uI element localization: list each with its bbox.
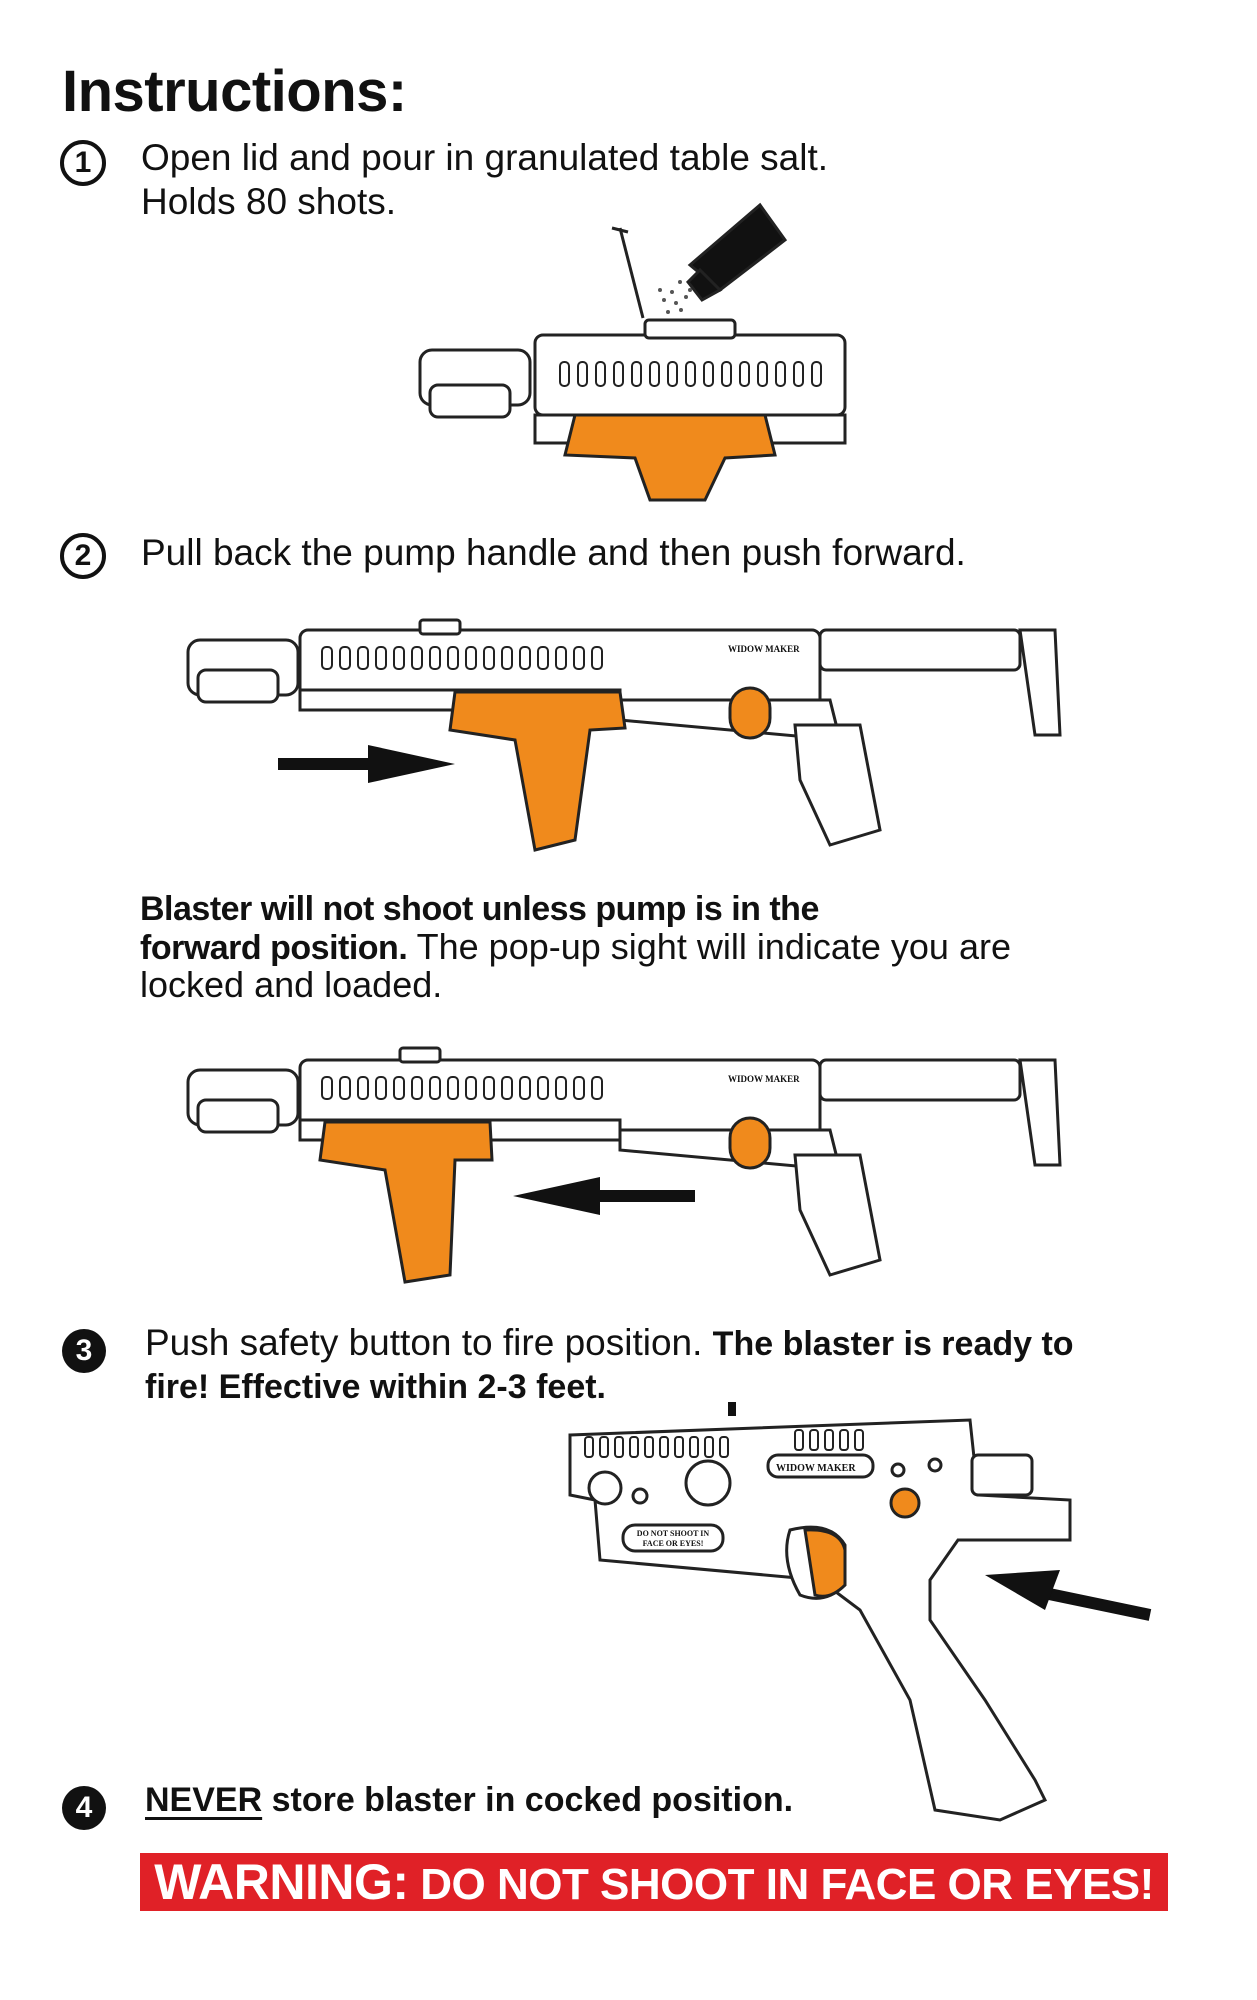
step-1-number: 1 [60, 140, 106, 186]
arrow-diagonal-icon [985, 1570, 1152, 1621]
step-3-bold-1: The blaster is ready to [712, 1325, 1074, 1363]
brand-label-4: WIDOW MAKER [776, 1463, 856, 1474]
note-regular-1: The pop-up sight will indicate you are [416, 926, 1011, 967]
arrow-left-icon [513, 1177, 695, 1215]
step-2-number: 2 [60, 533, 106, 579]
note-line-2: forward position. The pop-up sight will … [140, 925, 1011, 970]
note-line-1: Blaster will not shoot unless pump is in… [140, 890, 819, 928]
warning-banner: WARNING: DO NOT SHOOT IN FACE OR EYES! [140, 1853, 1168, 1911]
brand-label-3: WIDOW MAKER [728, 1074, 800, 1084]
caution-label-line-2: FACE OR EYES! [643, 1539, 704, 1548]
salt-shaker-icon [686, 202, 788, 302]
brand-label-2: WIDOW MAKER [728, 644, 800, 654]
note-line-3: locked and loaded. [140, 964, 443, 1005]
step-3-line-1: Push safety button to fire position. The… [145, 1321, 1074, 1366]
step-3-number: 3 [62, 1329, 106, 1373]
step-4-emphasis: NEVER [145, 1781, 263, 1819]
page-title: Instructions: [62, 59, 407, 124]
step-4-line: NEVER store blaster in cocked position. [145, 1778, 793, 1822]
step-2-text: Pull back the pump handle and then push … [141, 532, 966, 573]
warning-lead: WARNING: [154, 1854, 409, 1910]
step-4-text: store blaster in cocked position. [271, 1781, 794, 1819]
caution-label-line-1: DO NOT SHOOT IN [637, 1529, 710, 1538]
note-bold-2: forward position. [140, 929, 408, 967]
warning-text: DO NOT SHOOT IN FACE OR EYES! [420, 1860, 1154, 1909]
step-3-line-2: fire! Effective within 2-3 feet. [145, 1368, 606, 1406]
step-1-line-2: Holds 80 shots. [141, 181, 397, 222]
arrow-right-icon [278, 745, 455, 783]
step-1-line-1: Open lid and pour in granulated table sa… [141, 137, 829, 178]
step-3-regular: Push safety button to fire position. [145, 1322, 703, 1363]
step-4-number: 4 [62, 1786, 106, 1830]
